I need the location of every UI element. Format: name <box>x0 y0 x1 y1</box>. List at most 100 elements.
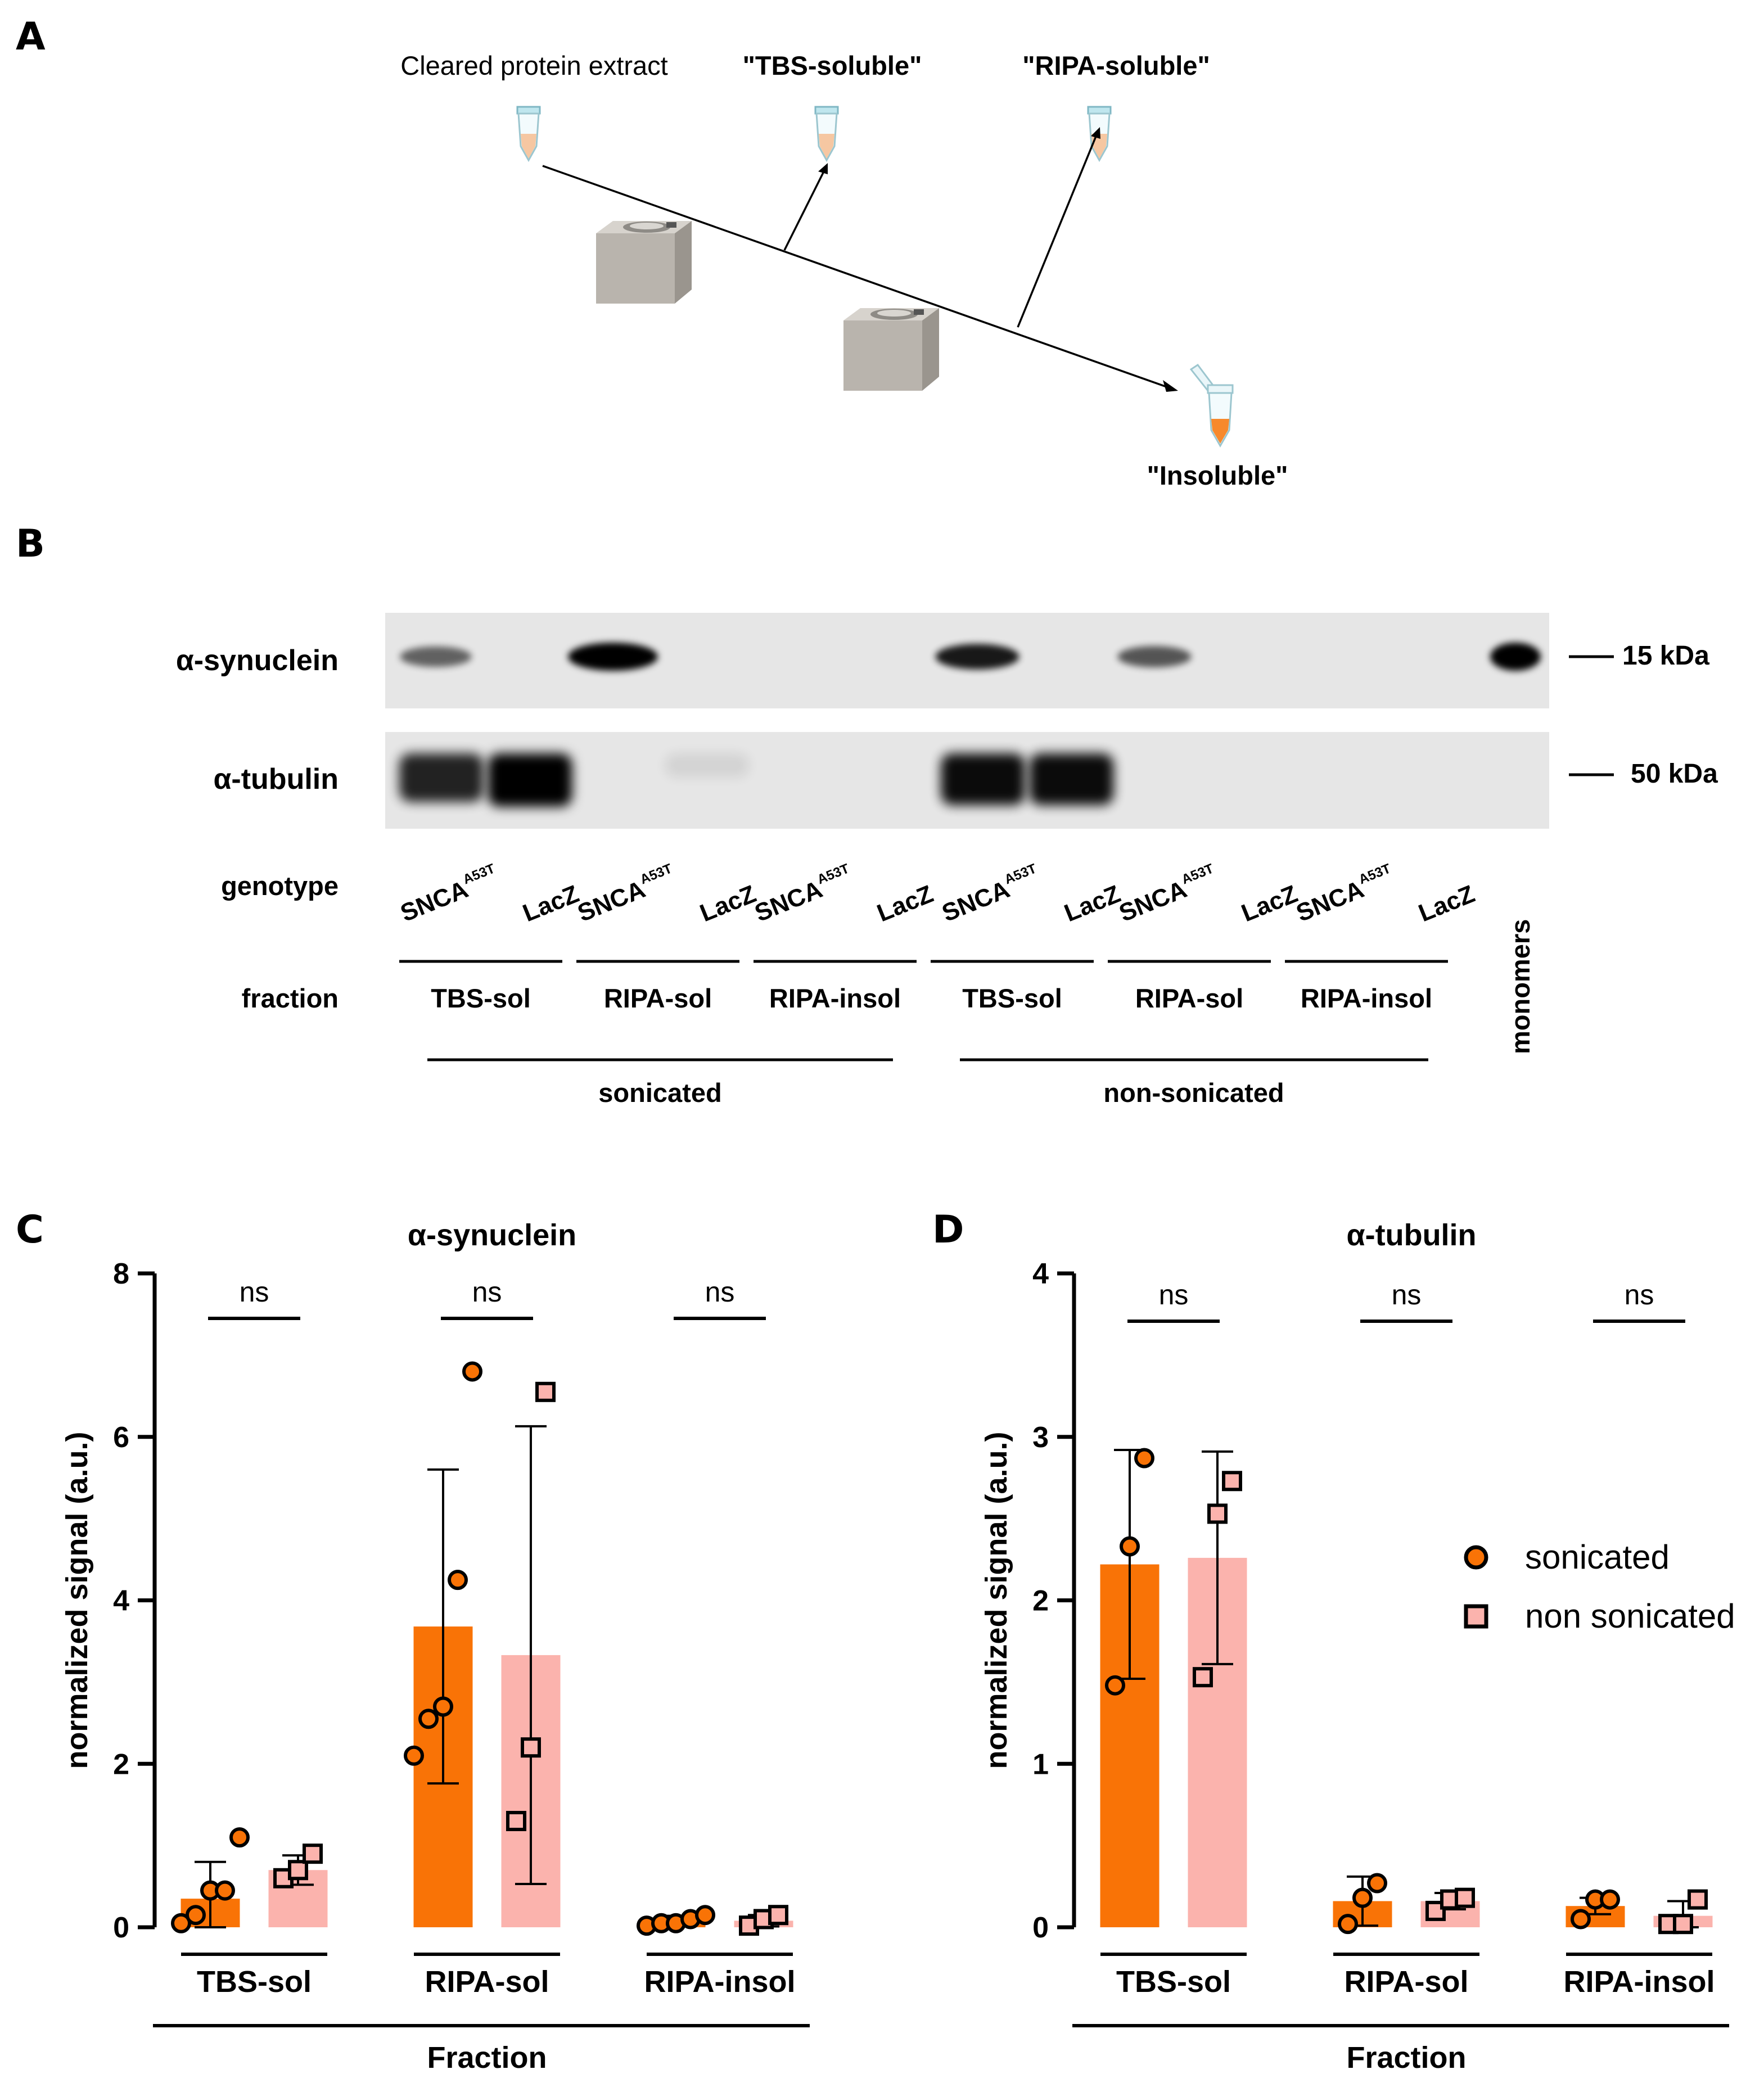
lane-genotype-label: SNCAA53T <box>396 861 503 927</box>
centrifuge-icon <box>596 221 692 304</box>
fraction-label: RIPA-sol <box>604 983 712 1013</box>
data-point-sonicated <box>1338 1914 1358 1935</box>
panel-letter-c: C <box>16 1208 44 1252</box>
lane-genotype-label: LacZ <box>1061 880 1125 927</box>
y-tick-label: 4 <box>1032 1258 1049 1290</box>
data-point-sonicated <box>1134 1448 1154 1469</box>
significance-label: ns <box>1159 1279 1189 1311</box>
y-tick-label: 8 <box>113 1258 129 1290</box>
lane-genotype-label: LacZ <box>519 880 583 927</box>
data-point-non-sonicated <box>1193 1667 1213 1688</box>
cleared-extract-label: Cleared protein extract <box>400 51 667 80</box>
monomers-label: monomers <box>1505 919 1535 1054</box>
data-point-non-sonicated <box>303 1844 323 1864</box>
lane-genotype-label: SNCAA53T <box>937 861 1044 927</box>
data-point-sonicated <box>215 1880 235 1901</box>
data-point-non-sonicated <box>1222 1471 1242 1492</box>
lane-genotype-label: SNCAA53T <box>573 861 680 927</box>
data-point-sonicated <box>1571 1909 1591 1930</box>
x-tick-label: TBS-sol <box>1116 1965 1231 1999</box>
tubulin-band <box>665 753 750 778</box>
synuclein-band <box>568 643 658 671</box>
data-point-sonicated <box>404 1745 424 1766</box>
tubulin-bands <box>399 753 1114 807</box>
y-tick-label: 0 <box>113 1912 129 1944</box>
synuclein-band <box>400 646 472 667</box>
data-point-sonicated <box>171 1913 191 1933</box>
tubulin-band <box>1029 753 1114 806</box>
centrifuge-icon <box>843 308 939 391</box>
lane-genotype-label: SNCAA53T <box>1115 861 1221 927</box>
synuclein-band <box>935 644 1019 670</box>
y-tick-label: 3 <box>1032 1421 1049 1454</box>
flow-arrows <box>542 127 1178 392</box>
tubulin-band <box>488 753 572 807</box>
lane-genotype-label: LacZ <box>1415 880 1479 927</box>
significance-label: ns <box>705 1276 735 1308</box>
fraction-row-label: fraction <box>242 983 339 1013</box>
data-point-non-sonicated <box>521 1737 541 1758</box>
data-point-non-sonicated <box>768 1905 788 1926</box>
data-point-sonicated <box>418 1709 439 1729</box>
data-point-sonicated <box>433 1696 453 1717</box>
fraction-label: TBS-sol <box>962 983 1062 1013</box>
data-point-non-sonicated <box>1455 1887 1475 1908</box>
tbs-soluble-label: "TBS-soluble" <box>743 51 922 80</box>
panel-letter-b: B <box>16 522 45 566</box>
data-point-non-sonicated <box>1207 1503 1228 1524</box>
tubulin-band <box>941 753 1025 806</box>
fraction-label: RIPA-insol <box>769 983 901 1013</box>
data-point-non-sonicated <box>1673 1914 1693 1935</box>
y-tick-label: 2 <box>113 1748 129 1781</box>
y-axis-label: normalized signal (a.u.) <box>980 1431 1013 1769</box>
tube-icon <box>516 106 541 162</box>
panel-b-western-blot: α-synuclein α-tubulin 15 kDa 50 kDa geno… <box>176 613 1718 1108</box>
y-axis-label: normalized signal (a.u.) <box>60 1431 94 1769</box>
synuclein-band <box>1490 643 1541 671</box>
lane-genotype-label: LacZ <box>696 880 760 927</box>
blot-label-synuclein: α-synuclein <box>176 644 339 677</box>
x-tick-label: RIPA-insol <box>644 1965 796 1999</box>
synuclein-band <box>1117 646 1192 667</box>
significance-label: ns <box>472 1276 502 1308</box>
group-label-sonicated: sonicated <box>598 1078 721 1108</box>
genotype-row-label: genotype <box>221 871 339 901</box>
panel-a-schematic: Cleared protein extract "TBS-soluble" "R… <box>400 51 1288 490</box>
y-tick-label: 4 <box>113 1585 129 1617</box>
x-axis-label: Fraction <box>427 2041 547 2075</box>
significance-label: ns <box>1392 1279 1422 1311</box>
data-point-sonicated <box>1105 1675 1125 1696</box>
fraction-label: TBS-sol <box>431 983 531 1013</box>
data-point-non-sonicated <box>288 1860 308 1881</box>
data-point-sonicated <box>1120 1536 1140 1557</box>
synuclein-bands <box>400 643 1541 671</box>
legend-marker-non-sonicated <box>1464 1604 1488 1629</box>
group-label-non-sonicated: non-sonicated <box>1103 1078 1284 1108</box>
data-point-sonicated <box>1367 1873 1387 1894</box>
panel-letter-a: A <box>16 15 46 59</box>
legend: sonicated non sonicated <box>1464 1538 1735 1635</box>
significance-label: ns <box>1625 1279 1654 1311</box>
fraction-label: RIPA-insol <box>1301 983 1432 1013</box>
marker-15kda: 15 kDa <box>1622 641 1709 671</box>
data-point-sonicated <box>448 1570 468 1591</box>
data-point-sonicated <box>1352 1887 1373 1908</box>
y-tick-label: 0 <box>1032 1912 1049 1944</box>
x-tick-label: RIPA-insol <box>1564 1965 1715 1999</box>
data-point-sonicated <box>695 1905 715 1926</box>
legend-label-non-sonicated: non sonicated <box>1525 1597 1735 1635</box>
legend-marker-sonicated <box>1464 1545 1488 1570</box>
insoluble-label: "Insoluble" <box>1147 460 1288 490</box>
open-tube-icon <box>1189 363 1234 448</box>
data-point-sonicated <box>462 1361 482 1382</box>
data-point-non-sonicated <box>506 1811 526 1832</box>
data-point-non-sonicated <box>1688 1889 1708 1910</box>
tube-icon <box>814 106 839 162</box>
lane-genotype-label: LacZ <box>873 880 937 927</box>
lane-genotype-label: SNCAA53T <box>1292 861 1398 927</box>
y-tick-label: 1 <box>1032 1748 1049 1781</box>
